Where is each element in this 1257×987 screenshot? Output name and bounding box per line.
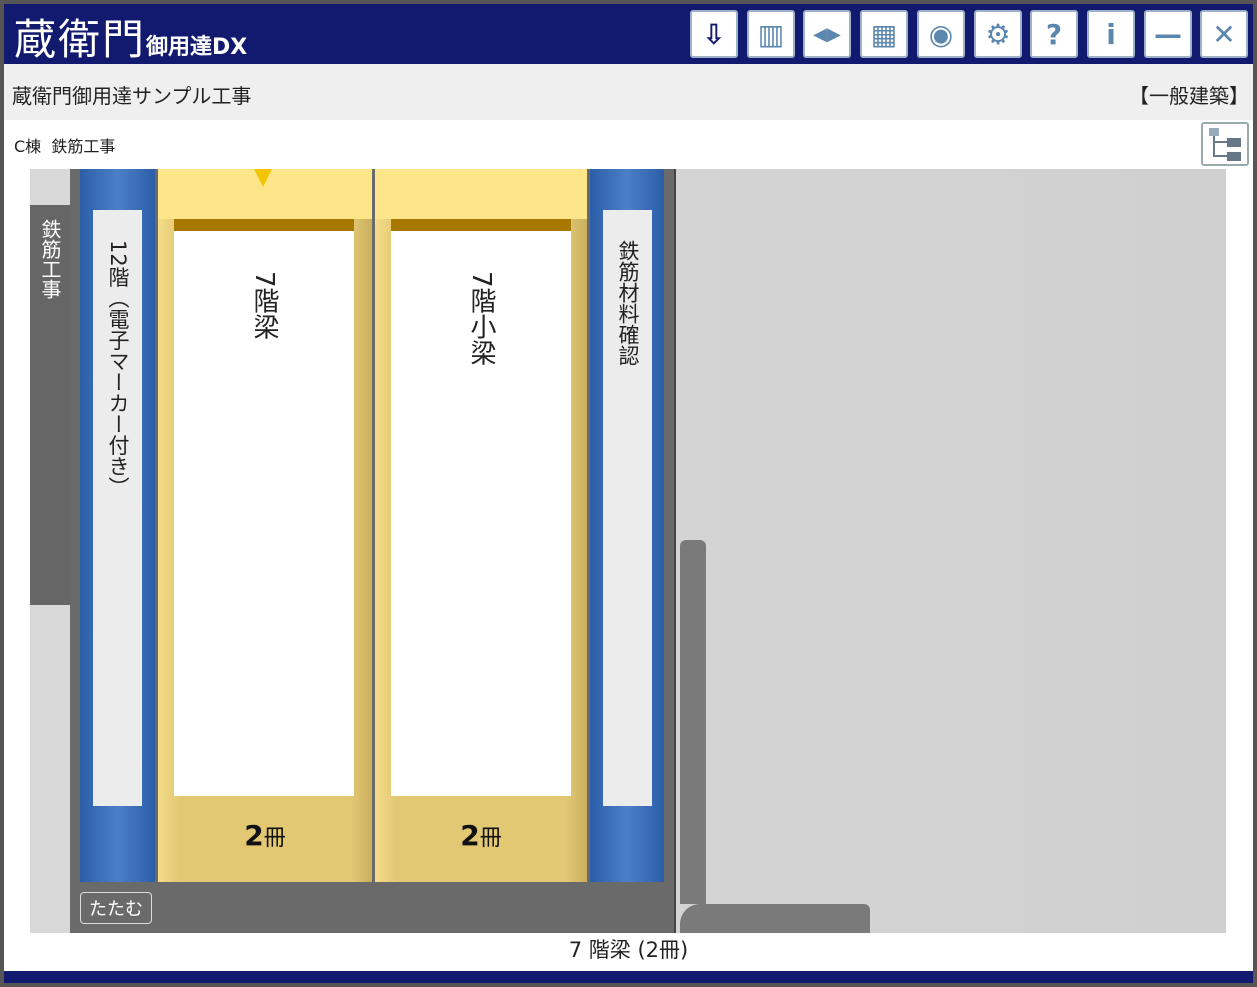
minimize-button[interactable]: — [1144, 10, 1192, 58]
bookshelf-area: 鉄筋工事 12階（電子マーカー付き） 7階梁 2冊 7階小梁 2冊 鉄筋材料確認 た… [30, 169, 1226, 933]
building-info-icon: ▦ [870, 17, 898, 51]
cloud-download-icon: ⇩ [702, 17, 726, 51]
binder[interactable]: 鉄筋材料確認 [590, 169, 664, 882]
selected-marker-icon [254, 169, 272, 187]
binder-count: 2冊 [244, 819, 286, 852]
close-icon: ✕ [1212, 17, 1236, 51]
split-button[interactable]: ◀▶ [803, 10, 851, 58]
tree-view-button[interactable] [1201, 122, 1249, 166]
shelf: 12階（電子マーカー付き） 7階梁 2冊 7階小梁 2冊 鉄筋材料確認 たたむ [70, 169, 676, 933]
help-button[interactable]: ? [1030, 10, 1078, 58]
info-button[interactable]: i [1087, 10, 1135, 58]
disc-icon: ◉ [928, 17, 954, 51]
binder-label: 鉄筋材料確認 [603, 210, 652, 806]
bookshelf-button[interactable]: ▥ [747, 10, 795, 58]
footer-bar [4, 971, 1253, 983]
binder-label: 7階小梁 [391, 219, 571, 796]
breadcrumb: C棟 鉄筋工事 [14, 137, 116, 156]
header: 蔵衛門御用達DX ⇩ ▥ ◀▶ ▦ ◉ ⚙ ? i — ✕ [4, 4, 1253, 64]
logo: 蔵衛門御用達DX [14, 15, 248, 64]
app-window: 蔵衛門御用達DX ⇩ ▥ ◀▶ ▦ ◉ ⚙ ? i — ✕ 蔵衛門御用達サンプル… [4, 4, 1253, 983]
shelf-bracket-base [680, 904, 870, 933]
info-icon: i [1106, 17, 1116, 51]
help-book-icon: ? [1045, 17, 1063, 51]
fold-button[interactable]: たたむ [80, 892, 152, 924]
binder-label: 7階梁 [174, 219, 354, 796]
binder[interactable]: 7階小梁 2冊 [375, 169, 587, 882]
split-icon: ◀▶ [813, 23, 841, 45]
settings-button[interactable]: ⚙ [974, 10, 1022, 58]
shelf-tab[interactable]: 鉄筋工事 [30, 205, 70, 605]
project-title: 蔵衛門御用達サンプル工事 [12, 84, 252, 108]
binder-label: 12階（電子マーカー付き） [93, 210, 142, 806]
tree-icon [1209, 128, 1241, 161]
minimize-icon: — [1154, 17, 1182, 51]
shelf-bracket [680, 540, 706, 904]
close-button[interactable]: ✕ [1200, 10, 1248, 58]
project-bar: 蔵衛門御用達サンプル工事 【一般建築】 [4, 64, 1253, 120]
disc-data-button[interactable]: ◉ [917, 10, 965, 58]
cloud-download-button[interactable]: ⇩ [690, 10, 738, 58]
status-text: 7 階梁 (2冊) [568, 938, 689, 962]
bookshelf-icon: ▥ [757, 17, 785, 51]
project-category: 【一般建築】 [1129, 84, 1249, 108]
binder-count: 2冊 [460, 819, 502, 852]
building-info-button[interactable]: ▦ [860, 10, 908, 58]
gear-icon: ⚙ [985, 17, 1011, 51]
binder[interactable]: 7階梁 2冊 [158, 169, 372, 882]
binder[interactable]: 12階（電子マーカー付き） [80, 169, 155, 882]
